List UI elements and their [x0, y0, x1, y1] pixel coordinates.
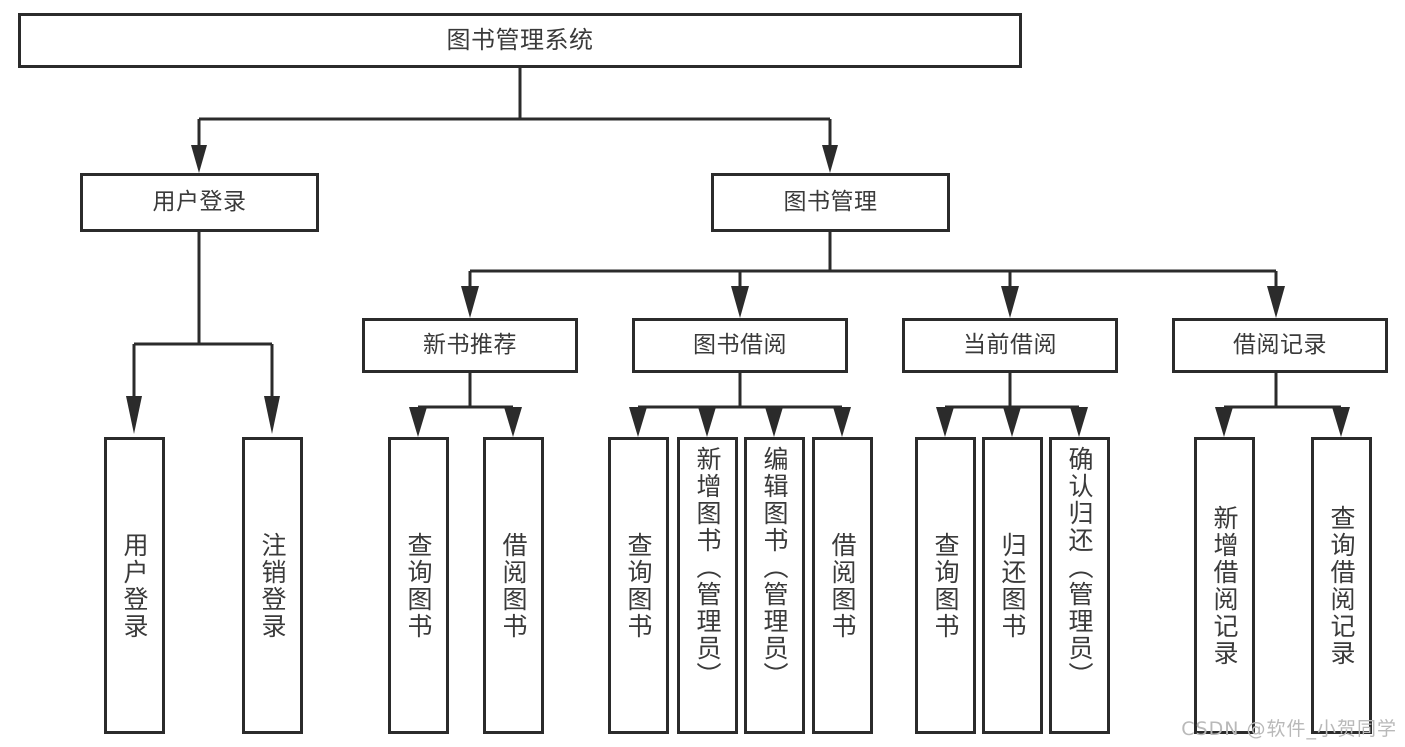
- arrow-head-current-borrow: [1001, 286, 1019, 318]
- node-label: 查询图书: [931, 531, 960, 640]
- arrow-head-leaf-book-borrow-1: [698, 407, 716, 437]
- arrow-head-leaf-book-borrow-0: [629, 407, 647, 437]
- node-label: 用户登录: [152, 189, 247, 216]
- arrow-head-leaf-new-book-1: [504, 407, 522, 437]
- node-label: 注销登录: [258, 531, 287, 640]
- arrow-head-borrow-record: [1267, 286, 1285, 318]
- node-new-book-recommend[interactable]: 新书推荐: [362, 318, 578, 373]
- node-label: 查询图书: [624, 531, 653, 640]
- node-label: 查询图书: [404, 531, 433, 640]
- leaf-current-borrow-confirm-return-admin[interactable]: 确认归还（管理员）: [1049, 437, 1110, 734]
- node-label: 确认归还（管理员）: [1065, 446, 1094, 689]
- node-label: 编辑图书（管理员）: [760, 446, 789, 689]
- node-label: 当前借阅: [963, 332, 1057, 359]
- node-label: 借阅记录: [1233, 332, 1327, 359]
- node-label: 用户登录: [120, 531, 149, 640]
- node-label: 图书管理: [783, 189, 878, 216]
- arrow-head-book-borrow: [731, 286, 749, 318]
- leaf-borrow-record-query-record[interactable]: 查询借阅记录: [1311, 437, 1372, 734]
- node-user-login[interactable]: 用户登录: [80, 173, 319, 232]
- arrow-head-leaf-current-borrow-0: [936, 407, 954, 437]
- arrow-head-leaf-user-login-1: [264, 396, 280, 434]
- node-root-book-management-system[interactable]: 图书管理系统: [18, 13, 1022, 68]
- node-label: 新增图书（管理员）: [693, 446, 722, 689]
- arrow-head-leaf-borrow-record-1: [1332, 407, 1350, 437]
- arrow-head-leaf-current-borrow-1: [1003, 407, 1021, 437]
- leaf-new-book-query-book[interactable]: 查询图书: [388, 437, 449, 734]
- node-label: 图书借阅: [693, 332, 787, 359]
- leaf-book-borrow-edit-book-admin[interactable]: 编辑图书（管理员）: [744, 437, 805, 734]
- node-book-borrow[interactable]: 图书借阅: [632, 318, 848, 373]
- leaf-book-borrow-borrow-book[interactable]: 借阅图书: [812, 437, 873, 734]
- arrow-head-leaf-borrow-record-0: [1215, 407, 1233, 437]
- arrow-head-leaf-user-login-0: [126, 396, 142, 434]
- node-label: 借阅图书: [828, 531, 857, 640]
- node-label: 借阅图书: [499, 531, 528, 640]
- arrow-head-leaf-new-book-0: [409, 407, 427, 437]
- leaf-current-borrow-return-book[interactable]: 归还图书: [982, 437, 1043, 734]
- arrow-head-user-login: [191, 145, 207, 173]
- leaf-current-borrow-query-book[interactable]: 查询图书: [915, 437, 976, 734]
- leaf-new-book-borrow-book[interactable]: 借阅图书: [483, 437, 544, 734]
- node-label: 新书推荐: [423, 332, 517, 359]
- node-borrow-record[interactable]: 借阅记录: [1172, 318, 1388, 373]
- leaf-user-login-login[interactable]: 用户登录: [104, 437, 165, 734]
- node-current-borrow[interactable]: 当前借阅: [902, 318, 1118, 373]
- node-label: 归还图书: [998, 531, 1027, 640]
- arrow-head-book-manage: [822, 145, 838, 173]
- node-book-management[interactable]: 图书管理: [711, 173, 950, 232]
- leaf-borrow-record-add-record[interactable]: 新增借阅记录: [1194, 437, 1255, 734]
- arrow-head-leaf-current-borrow-2: [1070, 407, 1088, 437]
- leaf-user-login-logout[interactable]: 注销登录: [242, 437, 303, 734]
- node-label: 图书管理系统: [446, 25, 594, 54]
- node-label: 新增借阅记录: [1210, 504, 1239, 667]
- node-label: 查询借阅记录: [1327, 504, 1356, 667]
- leaf-book-borrow-add-book-admin[interactable]: 新增图书（管理员）: [677, 437, 738, 734]
- leaf-book-borrow-query-book[interactable]: 查询图书: [608, 437, 669, 734]
- arrow-head-leaf-book-borrow-3: [833, 407, 851, 437]
- arrow-head-new-book: [461, 286, 479, 318]
- arrow-head-leaf-book-borrow-2: [765, 407, 783, 437]
